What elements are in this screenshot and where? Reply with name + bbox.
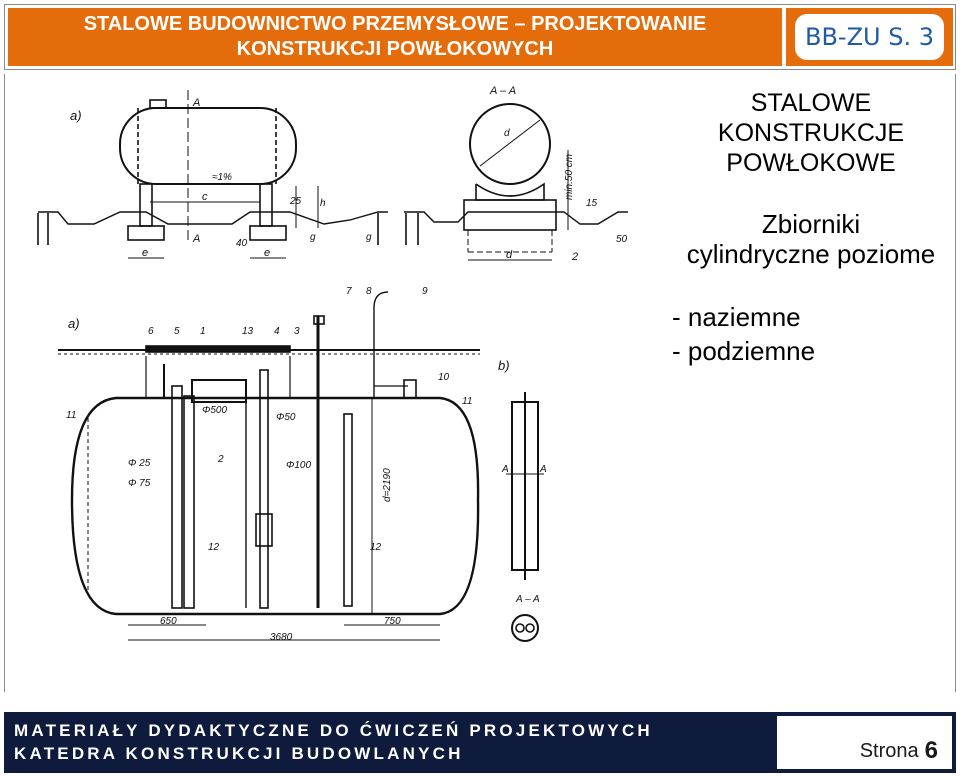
svg-text:d: d bbox=[506, 249, 513, 261]
phi-75-label: Φ 75 bbox=[128, 478, 151, 489]
svg-text:40: 40 bbox=[236, 238, 248, 249]
svg-text:15: 15 bbox=[586, 198, 598, 209]
page-code: BB-ZU S. 3 bbox=[805, 23, 934, 51]
svg-text:6: 6 bbox=[148, 326, 154, 337]
svg-text:12: 12 bbox=[370, 542, 382, 553]
tank-type-item: - naziemne bbox=[672, 302, 801, 332]
svg-text:12: 12 bbox=[208, 542, 220, 553]
header-title-line1: STALOWE BUDOWNICTWO PRZEMYSŁOWE – PROJEK… bbox=[83, 13, 707, 35]
header-bar: STALOWE BUDOWNICTWO PRZEMYSŁOWE – PROJEK… bbox=[4, 4, 956, 70]
svg-text:e: e bbox=[142, 247, 148, 259]
svg-text:1: 1 bbox=[200, 326, 206, 337]
footer-line2: KATEDRA KONSTRUKCJI BUDOWLANYCH bbox=[14, 744, 464, 763]
section-aa-label: A – A bbox=[489, 85, 516, 97]
svg-text:50: 50 bbox=[616, 234, 628, 245]
view-a-label: a) bbox=[70, 108, 82, 123]
footer-text: MATERIAŁY DYDAKTYCZNE DO ĆWICZEŃ PROJEKT… bbox=[14, 719, 653, 765]
phi-25-label: Φ 25 bbox=[128, 458, 151, 469]
svg-text:h: h bbox=[320, 198, 326, 209]
svg-text:g: g bbox=[310, 232, 316, 243]
slide-title-line3: POWŁOKOWE bbox=[726, 149, 896, 177]
svg-text:2: 2 bbox=[571, 251, 578, 263]
svg-text:g: g bbox=[366, 232, 372, 243]
slide-title: STALOWE KONSTRUKCJE POWŁOKOWE bbox=[666, 88, 956, 178]
slide-subtitle: Zbiorniki cylindryczne poziome bbox=[666, 209, 956, 269]
tank-type-list: - naziemne - podziemne bbox=[666, 300, 956, 368]
header-title: STALOWE BUDOWNICTWO PRZEMYSŁOWE – PROJEK… bbox=[8, 8, 782, 66]
tank-type-item: - podziemne bbox=[672, 336, 816, 366]
svg-text:d: d bbox=[504, 128, 510, 139]
svg-text:A: A bbox=[192, 97, 200, 109]
svg-text:9: 9 bbox=[422, 286, 428, 297]
tank-technical-drawing: a) A A c e e ≈1% bbox=[37, 85, 628, 643]
min-50cm-label: min.50 cm bbox=[564, 154, 575, 200]
phi-100-label: Φ100 bbox=[286, 460, 311, 471]
svg-text:13: 13 bbox=[242, 326, 254, 337]
dim-d2190: d=2190 bbox=[382, 468, 393, 502]
header-title-line2: KONSTRUKCJI POWŁOKOWYCH bbox=[236, 38, 554, 60]
dim-3680: 3680 bbox=[270, 632, 293, 643]
svg-text:4: 4 bbox=[274, 326, 280, 337]
page-number: 6 bbox=[924, 737, 938, 764]
view-b-label: b) bbox=[498, 358, 510, 373]
footer-line1: MATERIAŁY DYDAKTYCZNE DO ĆWICZEŃ PROJEKT… bbox=[14, 721, 653, 740]
svg-text:11: 11 bbox=[66, 410, 76, 421]
svg-text:A: A bbox=[192, 233, 200, 245]
svg-text:8: 8 bbox=[366, 286, 372, 297]
svg-text:10: 10 bbox=[438, 372, 450, 383]
page-code-frame: BB-ZU S. 3 bbox=[795, 14, 944, 60]
svg-text:A: A bbox=[539, 464, 547, 475]
slide-subtitle-line2: cylindryczne poziome bbox=[686, 239, 936, 269]
page-label: Strona bbox=[859, 740, 919, 762]
svg-text:3: 3 bbox=[294, 326, 300, 337]
svg-text:25: 25 bbox=[289, 196, 302, 207]
slide-title-line1: STALOWE bbox=[750, 89, 872, 117]
svg-text:a): a) bbox=[68, 316, 80, 331]
svg-text:c: c bbox=[202, 191, 208, 203]
page-number-box: Strona 6 bbox=[777, 716, 952, 769]
svg-text:A – A: A – A bbox=[515, 594, 540, 605]
slide-title-line2: KONSTRUKCJE bbox=[717, 119, 905, 147]
svg-text:e: e bbox=[264, 247, 270, 259]
svg-text:A: A bbox=[501, 464, 509, 475]
svg-text:11: 11 bbox=[462, 396, 472, 407]
dim-750: 750 bbox=[384, 616, 401, 627]
slope-label: ≈1% bbox=[212, 172, 232, 183]
footer-bar: MATERIAŁY DYDAKTYCZNE DO ĆWICZEŃ PROJEKT… bbox=[4, 712, 956, 773]
right-text-block: STALOWE KONSTRUKCJE POWŁOKOWE Zbiorniki … bbox=[666, 88, 956, 368]
dim-650: 650 bbox=[160, 616, 177, 627]
svg-text:5: 5 bbox=[174, 326, 180, 337]
slide-subtitle-line1: Zbiorniki bbox=[761, 209, 861, 239]
svg-text:2: 2 bbox=[217, 454, 224, 465]
content-frame bbox=[4, 74, 956, 692]
phi-50-label: Φ50 bbox=[276, 412, 296, 423]
phi-500-label: Φ500 bbox=[202, 405, 227, 416]
svg-text:7: 7 bbox=[346, 286, 352, 297]
page-code-box: BB-ZU S. 3 bbox=[786, 8, 953, 66]
